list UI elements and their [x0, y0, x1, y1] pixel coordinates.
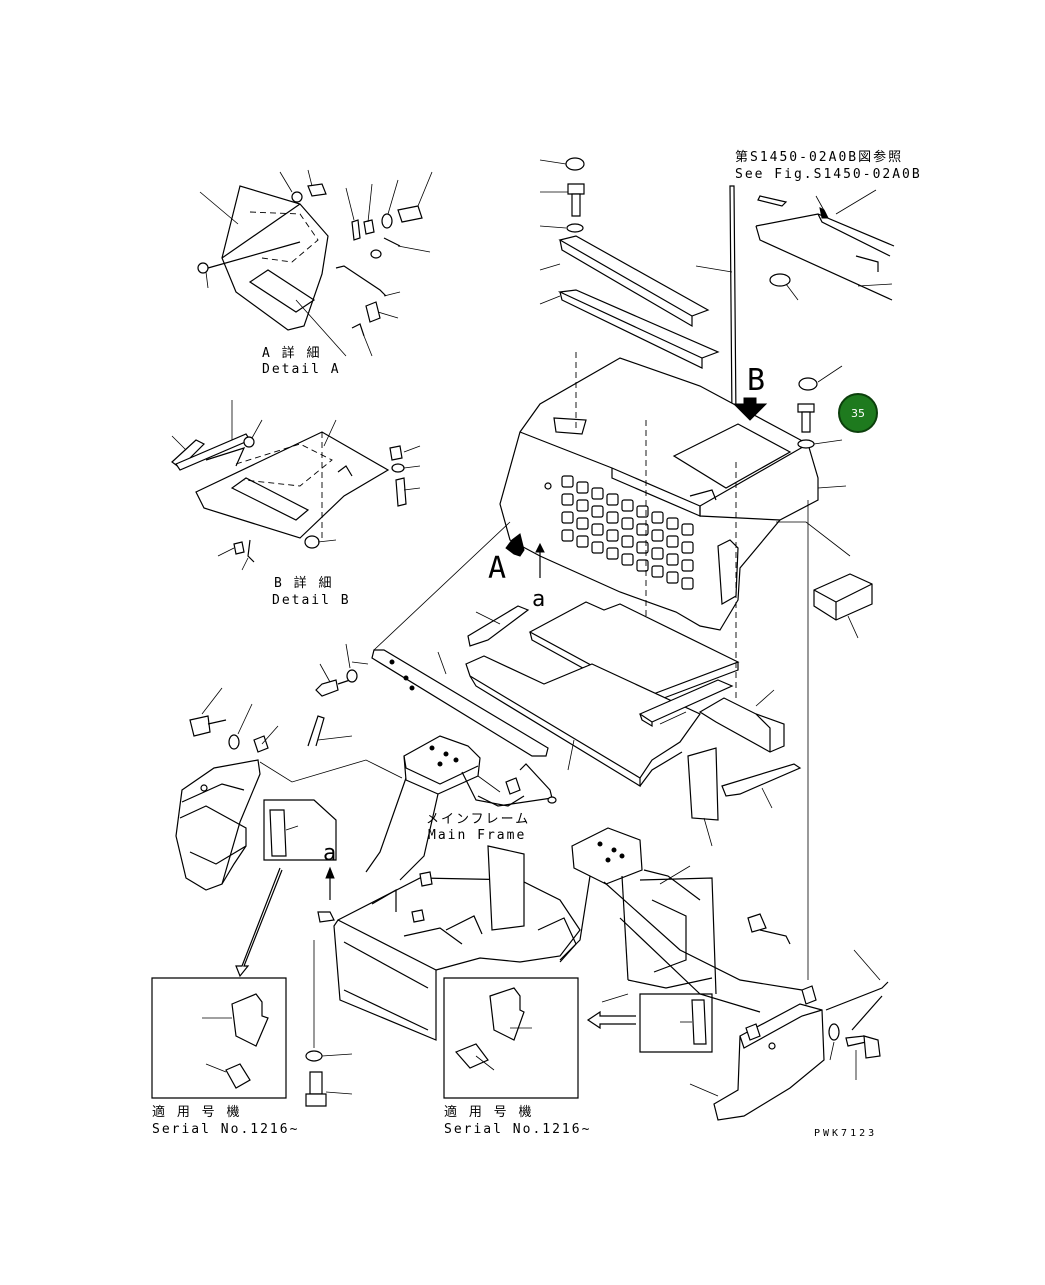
view-a-lower-lower: a: [323, 841, 337, 866]
detail-a-title-en: Detail A: [262, 362, 341, 377]
view-a-letter: A: [488, 551, 507, 586]
part-callout-35[interactable]: 35: [838, 393, 878, 433]
serial-inset-right: [444, 978, 578, 1098]
main-frame-label-en: Main Frame: [428, 828, 527, 843]
view-a-lower-upper: a: [532, 587, 546, 612]
main-frame-drawing: [176, 522, 888, 1120]
detail-b-title-en: Detail B: [272, 593, 351, 608]
view-arrows: [236, 398, 766, 1028]
detail-a-drawing: [198, 170, 432, 356]
serial-inset-left: [152, 978, 286, 1098]
main-frame-label-jp: メインフレーム: [426, 812, 531, 827]
serial-right-en: Serial No.1216~: [444, 1122, 592, 1137]
reference-note-jp: 第S1450-02A0B図参照: [735, 150, 904, 165]
detail-b-title-jp: B 詳 細: [274, 576, 334, 591]
detail-b-drawing: [172, 400, 420, 570]
drawing-code: PWK7123: [814, 1128, 878, 1139]
small-inset-right: [640, 994, 712, 1052]
serial-right-jp: 適 用 号 機: [444, 1105, 534, 1120]
reference-note-en: See Fig.S1450-02A0B: [735, 167, 922, 182]
serial-left-en: Serial No.1216~: [152, 1122, 300, 1137]
serial-left-jp: 適 用 号 機: [152, 1105, 242, 1120]
view-b-letter: B: [747, 363, 766, 398]
detail-a-title-jp: A 詳 細: [262, 346, 322, 361]
cover-parts-exploded: [466, 158, 894, 980]
